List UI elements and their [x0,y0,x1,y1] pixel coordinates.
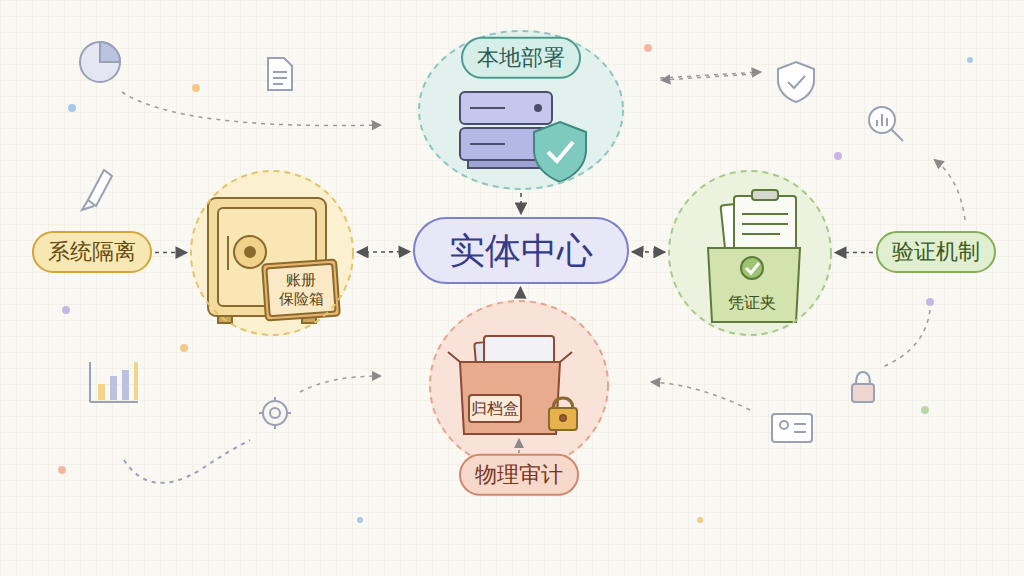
dashed-connector [519,287,521,297]
halo-outline [669,171,831,335]
pill-text: 系统隔离 [48,239,136,265]
halo-outline [430,301,608,469]
folder-label: 凭证夹 [728,293,776,313]
center-pill: 实体中心 [413,217,629,284]
halo-fill [190,170,354,336]
side-pill: 系统隔离 [32,231,152,273]
safe-label: 账册 保险箱 [276,271,326,309]
halo-fill [418,30,624,190]
halo-outline [191,171,353,335]
decor-dots [58,44,973,523]
archive-box-icon [448,336,577,434]
halo-fill [668,170,832,336]
inner-arrow [518,440,520,453]
dashed-connector [155,252,187,254]
dashed-connector [835,252,873,254]
dashed-connector [632,251,665,253]
dashed-halo [190,170,354,336]
safe-circle: 账册 保险箱 [190,170,354,336]
server-icon [460,92,586,182]
decor-dashed-arrows [122,72,965,410]
side-pill: 验证机制 [876,231,996,273]
circle-heading: 物理审计 [459,454,579,496]
dashed-halo [429,300,609,470]
pill-text: 验证机制 [892,239,980,265]
dashed-connector [357,251,410,253]
archive-circle: 归档盒物理审计 [429,300,609,470]
voucher-circle: 凭证夹 [668,170,832,336]
voucher-folder-icon [708,190,800,322]
circle-heading: 本地部署 [461,37,581,79]
deploy-circle: 本地部署 [418,30,624,190]
pill-text: 实体中心 [449,229,593,272]
decor-icons [80,42,903,483]
halo-outline [419,31,623,189]
halo-fill [429,300,609,470]
safe-icon [208,198,340,323]
box-label: 归档盒 [471,399,519,419]
dashed-connector [520,193,522,214]
